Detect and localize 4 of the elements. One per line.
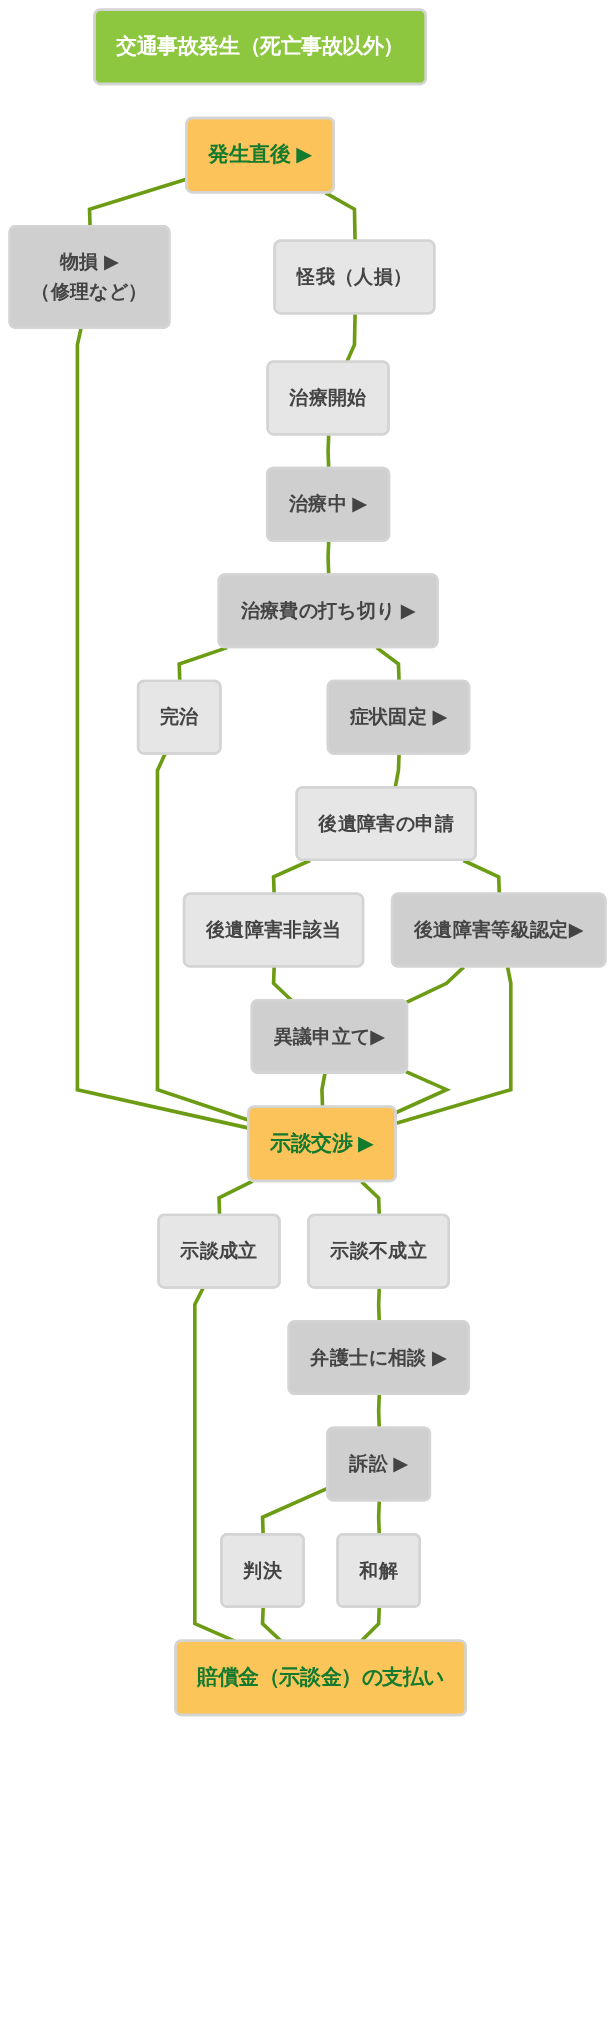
connector: [395, 966, 513, 1126]
connector: [376, 1288, 382, 1322]
connector: [326, 434, 331, 469]
connector: [376, 1500, 382, 1535]
